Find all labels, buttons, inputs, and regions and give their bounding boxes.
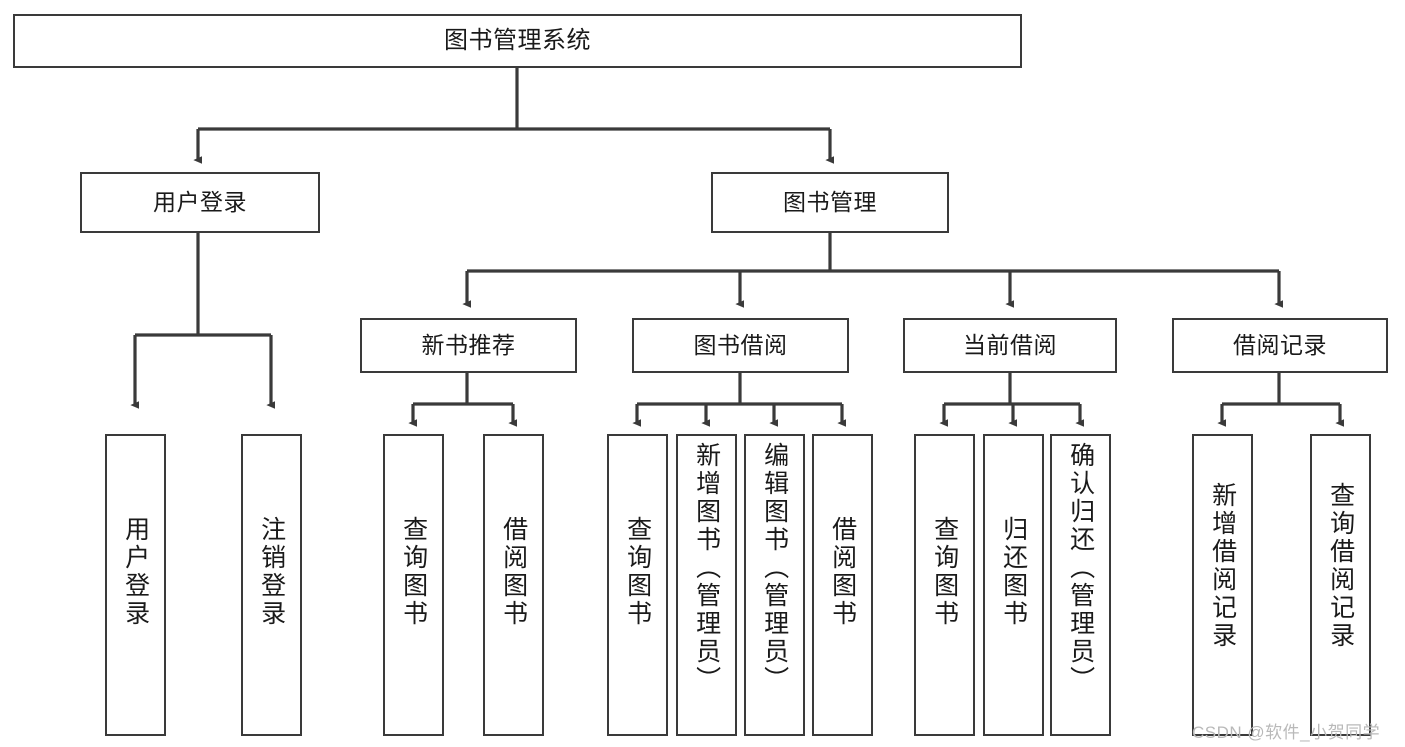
- node-label: 新增借阅记录: [1208, 482, 1237, 650]
- node-label: 确认归还（管理员）: [1066, 442, 1095, 694]
- leaf-borrow-book-recommend[interactable]: 借阅图书: [483, 434, 544, 736]
- node-label: 归还图书: [999, 516, 1028, 628]
- leaf-edit-book-admin[interactable]: 编辑图书（管理员）: [744, 434, 805, 736]
- node-label: 当前借阅: [963, 331, 1057, 358]
- node-label: 图书借阅: [693, 331, 788, 358]
- node-book-management[interactable]: 图书管理: [711, 172, 949, 233]
- leaf-return-book[interactable]: 归还图书: [983, 434, 1044, 736]
- node-label: 新书推荐: [421, 331, 516, 358]
- node-label: 查询图书: [930, 516, 959, 628]
- node-label: 注销登录: [257, 516, 286, 628]
- node-label: 图书管理: [783, 188, 877, 215]
- leaf-add-book-admin[interactable]: 新增图书（管理员）: [676, 434, 737, 736]
- node-label: 用户登录: [153, 188, 247, 215]
- node-label: 借阅记录: [1233, 331, 1327, 358]
- node-root-system[interactable]: 图书管理系统: [13, 14, 1022, 68]
- leaf-add-borrow-record[interactable]: 新增借阅记录: [1192, 434, 1253, 736]
- leaf-borrow-book[interactable]: 借阅图书: [812, 434, 873, 736]
- leaf-query-book-recommend[interactable]: 查询图书: [383, 434, 444, 736]
- node-new-book-recommend[interactable]: 新书推荐: [360, 318, 577, 373]
- leaf-query-borrow-record[interactable]: 查询借阅记录: [1310, 434, 1371, 736]
- node-book-borrow[interactable]: 图书借阅: [632, 318, 849, 373]
- node-label: 图书管理系统: [444, 26, 591, 54]
- leaf-query-book-current[interactable]: 查询图书: [914, 434, 975, 736]
- node-label: 新增图书（管理员）: [692, 442, 721, 694]
- node-user-login[interactable]: 用户登录: [80, 172, 320, 233]
- leaf-user-login[interactable]: 用户登录: [105, 434, 166, 736]
- node-label: 用户登录: [121, 516, 150, 628]
- node-label: 查询图书: [623, 516, 652, 628]
- node-label: 编辑图书（管理员）: [760, 442, 789, 694]
- leaf-logout[interactable]: 注销登录: [241, 434, 302, 736]
- node-label: 借阅图书: [499, 516, 528, 628]
- leaf-confirm-return-admin[interactable]: 确认归还（管理员）: [1050, 434, 1111, 736]
- watermark-text: CSDN @软件_小贺同学: [1192, 723, 1381, 742]
- node-label: 查询图书: [399, 516, 428, 628]
- node-current-borrow[interactable]: 当前借阅: [903, 318, 1117, 373]
- leaf-query-book-borrow[interactable]: 查询图书: [607, 434, 668, 736]
- node-label: 查询借阅记录: [1326, 482, 1355, 650]
- node-label: 借阅图书: [828, 516, 857, 628]
- node-borrow-record[interactable]: 借阅记录: [1172, 318, 1388, 373]
